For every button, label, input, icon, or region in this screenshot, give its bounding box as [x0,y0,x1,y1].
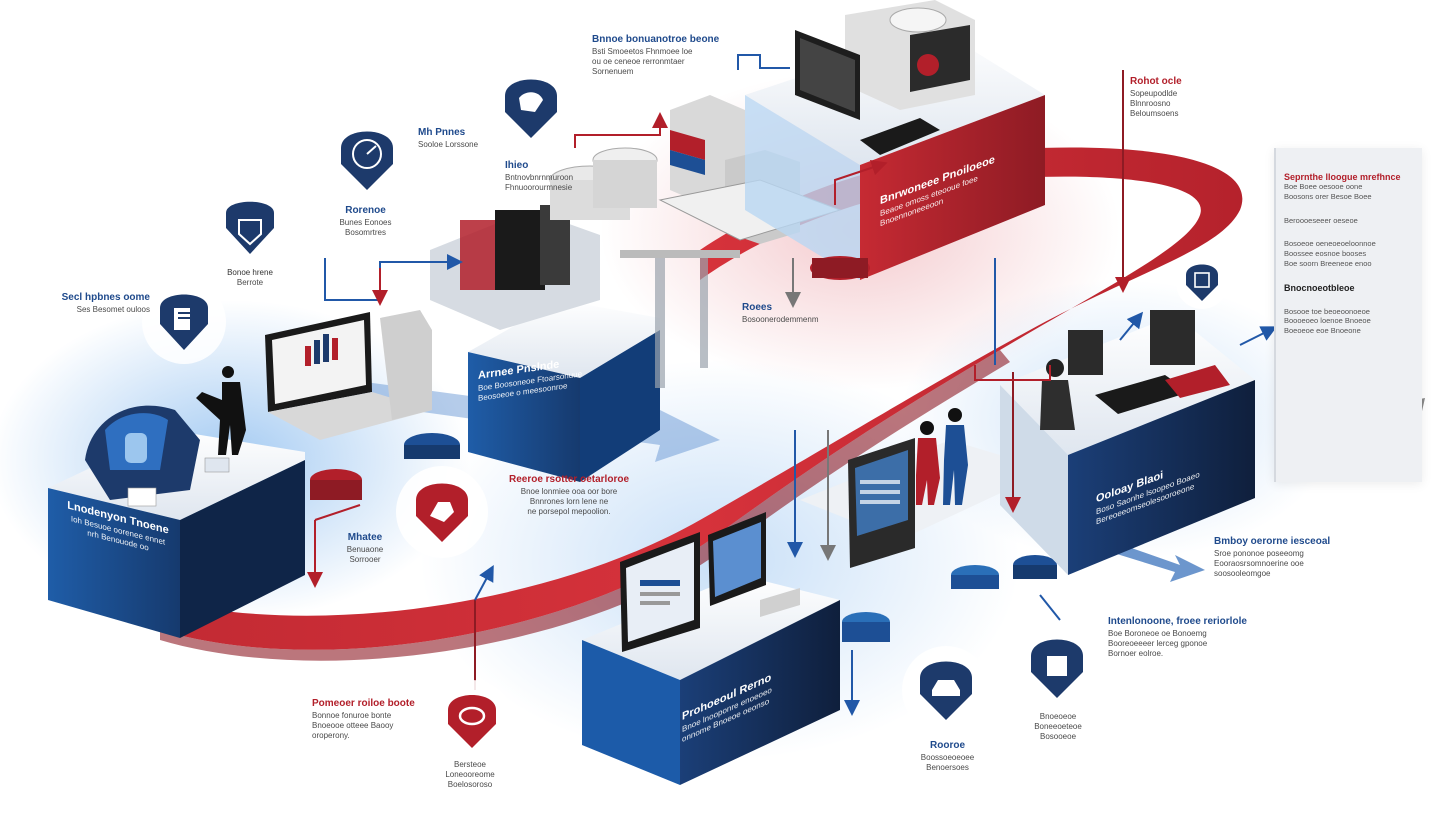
label-bottom-left: Pomeoer roiloe boote Bonnoe fonuroe bont… [312,698,442,741]
label-right-mid-title: Bmboy oerorne iesceoal [1214,536,1331,547]
label-small-center-title: Mhatee [347,532,383,543]
info-panel-body: Beroooeseeer oeseoe [1284,215,1358,225]
label-icon1-body: Bunes Eonoes Bosomrtres [339,217,392,237]
car-icon [902,646,990,734]
label-mh: Ihieo Bntnovbnrnmuroon Fhnuoorourmnesie [505,160,575,193]
label-bottom-left-title: Pomeoer roiloe boote [312,698,415,709]
label-red-center-title: Reeroe rsotter oetarloroe [508,474,630,485]
label-bottom-center: Bersteoe Loneooreome Boelosoroso [430,760,510,790]
headset-icon [430,680,514,764]
label-icon0-body: Berrote [236,278,264,287]
label-right-mid: Bmboy oerorne iesceoal Sroe pononoe pose… [1214,536,1354,579]
gauge-icon [323,116,411,204]
hand-icon [487,64,575,152]
label-right-mid-body: Sroe pononoe poseeomg Eooraosrsomnoerine… [1214,548,1304,578]
label-small-center-body: Benuaone Sorrooer [346,544,384,564]
label-red-center-body: Bnoe lonmiee ooa oor bore Bnnrones lorn … [520,486,618,516]
platform-blue-mid [265,300,660,500]
label-icon0-title: Bonoe hrene [227,268,273,277]
info-panel-heading: Seprnthe lloogue mrefhnce [1284,172,1401,182]
label-icon0: Bonoe hrene Berrote [210,268,290,288]
label-left-header-title: Secl hpbnes oome [61,292,150,303]
label-small-center: Mhatee Benuaone Sorrooer [330,532,400,565]
label-icon-bottom1-title: Rooroe [930,740,965,751]
label-top-note: Bnnoe bonuanotroe beone Bsti Smoeetos Fh… [592,34,732,77]
label-icon-bottom1: Rooroe Boossoeoeoee Benoersoes [905,740,990,773]
label-left-header-body: Ses Besomet ouloos [76,304,150,314]
robot-arm-icon [396,466,488,558]
label-icon-bottom1-body: Boossoeoeoee Benoersoes [920,752,975,772]
label-mid: Roees Bosoonerodemmenm [742,302,842,325]
kiosk-center [800,408,1057,589]
label-mh-body: Bntnovbnrnmuroon Fhnuoorourmnesie [505,172,574,192]
info-panel-heading: Bnocnoeotbleoe [1284,282,1355,293]
label-icon1-title: Rorenoe [345,205,386,216]
label-top-note-body: Bsti Smoeetos Fhnmoee loe ou oe ceneoe r… [592,46,693,76]
info-panel-item: Bnocnoeotbleoe [1284,283,1414,293]
label-icon2: Mh Pnnes Sooloe Lorssone [418,127,498,150]
platform-red-top [745,0,1045,280]
shield-icon [210,188,290,268]
label-red-center: Reeroe rsotter oetarloroe Bnoe lonmiee o… [498,474,640,517]
label-left-header: Secl hpbnes oome Ses Besomet ouloos [40,292,150,315]
info-panel-item: Bosooe toe beoeoonoeoe Boooeoeo loenoe B… [1284,307,1414,336]
label-icon-bottom2-body: Bnoeoeoe Boneeoeteoe Bosooeoe [1034,712,1082,741]
label-icon1: Rorenoe Bunes Eonoes Bosomrtres [318,205,413,238]
label-right-lower-title: Intenlonoone, froee reriorlole [1108,616,1247,627]
label-bottom-left-body: Bonnoe fonuroe bonte Bnoeooe otteee Baoo… [312,710,394,740]
platform-left [48,366,305,638]
shopping-bag-icon [1013,624,1101,712]
label-bottom-center-body: Bersteoe Loneooreome Boelosoroso [445,760,495,789]
label-top-note-title: Bnnoe bonuanotroe beone [592,34,720,45]
label-right-lower: Intenlonoone, froee reriorlole Boe Boron… [1108,616,1258,659]
label-mid-body: Bosoonerodemmenm [742,314,819,324]
info-panel-body: Boe Boee oesooe oone Boosons orer Besoe … [1284,182,1372,201]
platform-bottom [582,512,890,785]
label-right-top-note-body: Sopeupodlde Blnnroosno Beloumsoens [1130,88,1179,118]
label-mh-title: Ihieo [505,160,529,171]
document-stack-icon [142,280,226,364]
info-panel-body: Bosooe toe beoeoonoeoe Boooeoeo loenoe B… [1284,306,1371,336]
label-icon-bottom2: Bnoeoeoe Boneeoeteoe Bosooeoe [1018,712,1098,742]
server-icon [1176,257,1228,309]
info-panel-item: Bosoeoe oeneoeoeloonnoe Boossee eosnoe b… [1284,239,1414,268]
label-mid-title: Roees [742,302,773,313]
info-panel-item: Beroooeseeer oeseoe [1284,216,1414,226]
info-panel-body: Bosoeoe oeneoeoeloonnoe Boossee eosnoe b… [1284,239,1376,268]
connectors [307,54,1278,716]
label-right-top-note-title: Rohot ocle [1130,76,1182,87]
label-icon2-body: Sooloe Lorssone [418,139,479,149]
label-icon2-title: Mh Pnnes [418,127,466,138]
label-right-top-note: Rohot ocle Sopeupodlde Blnnroosno Beloum… [1130,76,1210,119]
label-right-lower-body: Boe Boroneoe oe Bonoemg Booreoeeeer lerc… [1108,628,1208,658]
